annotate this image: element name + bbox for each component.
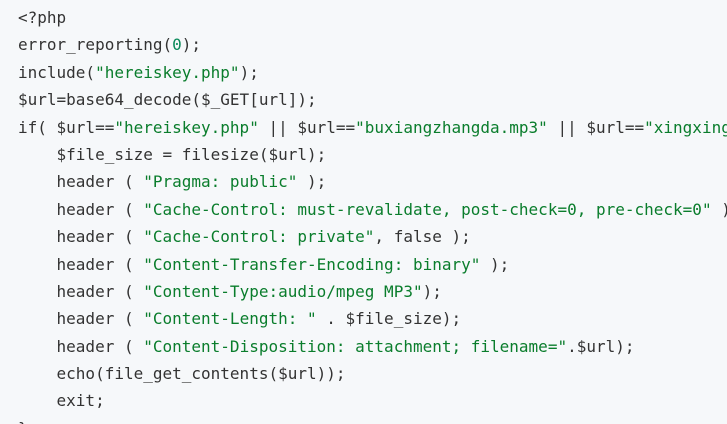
code-token: <?php (18, 8, 67, 27)
code-token: ); (422, 281, 442, 301)
string-token: "hereiskey.php" (114, 117, 259, 137)
code-token: header ( (18, 199, 144, 219)
code-token: $url=base64_decode($_GET[url]); (18, 90, 317, 110)
string-token: "Content-Type:audio/mpeg MP3" (143, 281, 423, 301)
code-token: header ( (18, 281, 144, 301)
code-token: header ( (18, 172, 144, 192)
code-line: } (18, 415, 727, 424)
code-token: $file_size = filesize($url); (18, 144, 327, 164)
code-line: $url=base64_decode($_GET[url]); (18, 86, 727, 113)
code-line: header ( "Content-Disposition: attachmen… (18, 333, 727, 360)
code-line: header ( "Content-Length: " . $file_size… (18, 305, 727, 332)
code-token: ) (712, 200, 727, 219)
code-line: header ( "Cache-Control: must-revalidate… (18, 196, 727, 223)
code-token: ); (239, 62, 259, 82)
code-line: header ( "Cache-Control: private", false… (18, 223, 727, 250)
code-line: header ( "Content-Transfer-Encoding: bin… (18, 251, 727, 278)
string-token: "hereiskey.php" (95, 62, 240, 82)
string-token: "Cache-Control: must-revalidate, post-ch… (143, 199, 712, 219)
code-line: exit; (18, 387, 727, 414)
code-token: } (18, 419, 28, 424)
string-token: "Pragma: public" (143, 172, 298, 192)
code-line: echo(file_get_contents($url)); (18, 360, 727, 387)
code-token: ); (181, 35, 202, 55)
string-token: "buxiangzhangda.mp3" (355, 117, 548, 137)
code-token: header ( (18, 309, 144, 329)
code-token: || $url== (258, 117, 356, 137)
code-token: ); (297, 172, 327, 192)
code-token: if( $url== (18, 117, 115, 137)
code-token: , false ); (374, 227, 471, 247)
code-token: error_reporting( (18, 35, 173, 55)
code-line: header ( "Pragma: public" ); (18, 168, 727, 195)
string-token: "Content-Length: " (143, 309, 317, 329)
number-token: 0 (172, 35, 182, 55)
code-line: include("hereiskey.php"); (18, 59, 727, 86)
code-token: exit; (18, 391, 105, 411)
code-line: <?php (18, 4, 727, 31)
code-line: header ( "Content-Type:audio/mpeg MP3"); (18, 278, 727, 305)
code-token: . $file_size); (316, 309, 462, 329)
code-token: ); (480, 254, 510, 274)
code-token: header ( (18, 227, 144, 247)
code-token: .$url); (567, 336, 635, 356)
code-token: include( (18, 62, 96, 82)
string-token: "xingxing (644, 117, 727, 137)
code-token: echo(file_get_contents($url)); (18, 364, 346, 384)
code-token: header ( (18, 254, 144, 274)
string-token: "Content-Transfer-Encoding: binary" (143, 254, 481, 274)
code-line: $file_size = filesize($url); (18, 141, 727, 168)
string-token: "Content-Disposition: attachment; filena… (143, 336, 568, 356)
code-token: header ( (18, 336, 144, 356)
code-line: error_reporting(0); (18, 31, 727, 58)
code-line: if( $url=="hereiskey.php" || $url=="buxi… (18, 114, 727, 141)
code-token: || $url== (547, 117, 645, 137)
string-token: "Cache-Control: private" (143, 227, 375, 247)
